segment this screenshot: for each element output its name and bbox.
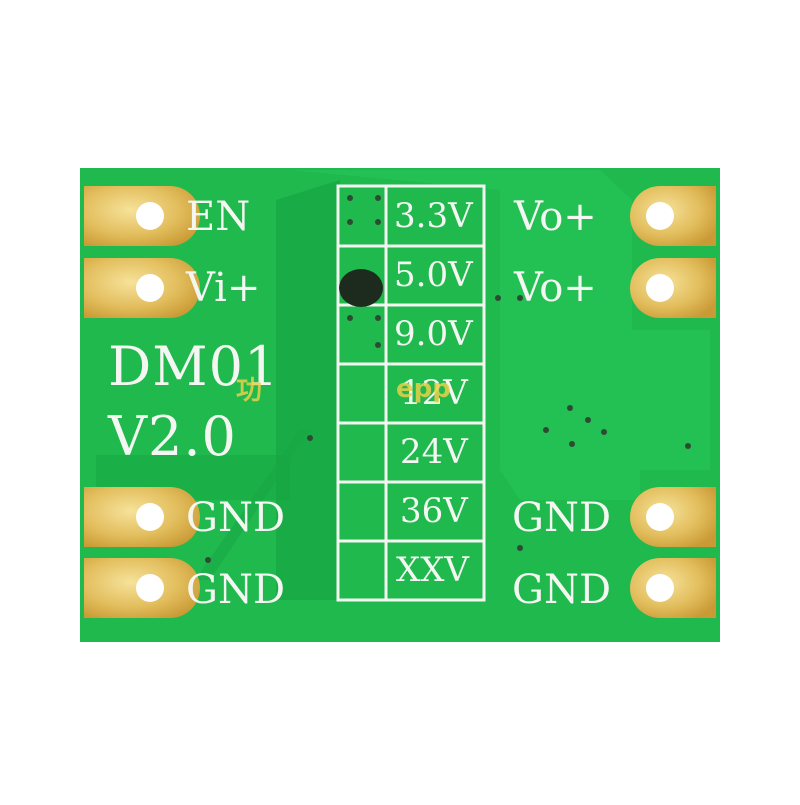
watermark-left: 功: [236, 376, 263, 406]
voltage-option: 9.0V: [394, 314, 473, 354]
solder-jumper: [339, 269, 383, 307]
pin-label-vi-plus: Vi+: [186, 265, 261, 311]
pad-gnd-right-2: [630, 558, 716, 618]
copper-pour: [290, 170, 710, 500]
watermark-right: epp: [396, 374, 451, 404]
pin-label-gnd-right-2: GND: [512, 567, 612, 613]
pad-en: [84, 186, 200, 246]
pad-gnd-right-1: [630, 487, 716, 547]
voltage-option: 12V: [400, 373, 468, 413]
version-label: V2.0: [108, 405, 237, 468]
pin-label-en: EN: [186, 194, 251, 240]
pin-label-vo-plus-1: Vo+: [514, 194, 597, 240]
pin-label-gnd-right-1: GND: [512, 495, 612, 541]
voltage-option: 24V: [400, 432, 468, 472]
pin-label-vo-plus-2: Vo+: [514, 265, 597, 311]
right-pads: [630, 186, 716, 618]
pad-gnd-left-2: [84, 558, 200, 618]
left-pads: [84, 186, 200, 618]
voltage-option: 3.3V: [394, 196, 473, 236]
pad-vo-plus-2: [630, 258, 716, 318]
pin-label-gnd-left-1: GND: [186, 495, 286, 541]
pad-gnd-left-1: [84, 487, 200, 547]
voltage-select-table: [336, 184, 486, 602]
pad-vi-plus: [84, 258, 200, 318]
copper-trace: [195, 430, 310, 580]
voltage-option: 5.0V: [394, 255, 473, 295]
pad-vo-plus-1: [630, 186, 716, 246]
voltage-option: 36V: [400, 491, 468, 531]
copper-trace: [276, 180, 340, 600]
pin-label-gnd-left-2: GND: [186, 567, 286, 613]
vias: [205, 195, 691, 563]
voltage-option: XXV: [396, 550, 469, 590]
model-label: DM01: [108, 335, 280, 398]
